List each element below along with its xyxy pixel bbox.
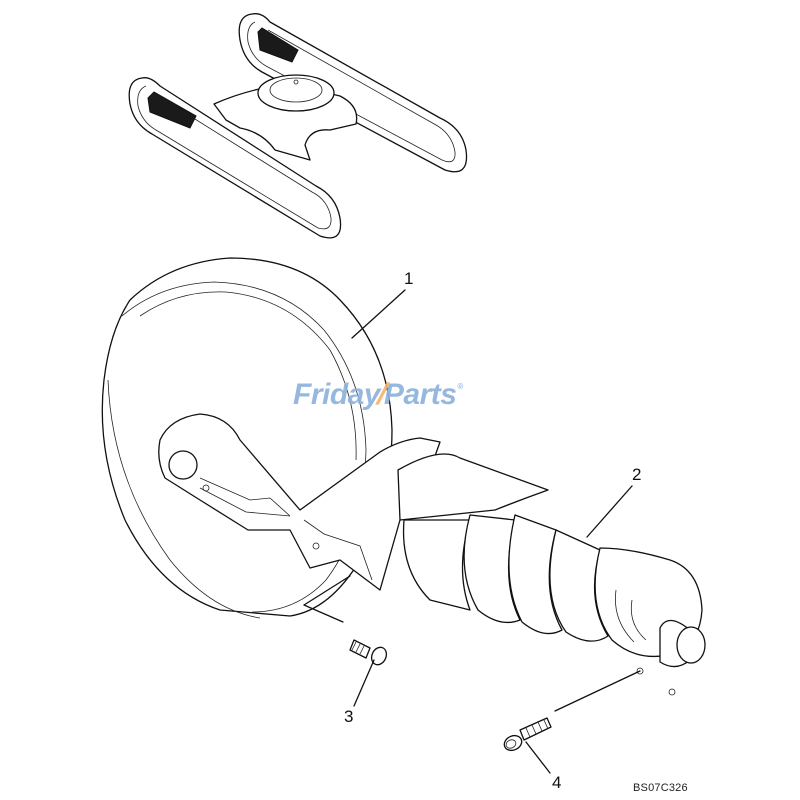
- bolt-4-illustration: [503, 717, 552, 752]
- recoil-spring-illustration: [397, 453, 706, 696]
- callout-1: 1: [404, 269, 414, 288]
- bolt-3-illustration: [349, 639, 388, 666]
- watermark-left: Friday: [293, 378, 381, 411]
- callout-4: 4: [552, 773, 562, 792]
- registered-mark: ®: [457, 382, 463, 391]
- track-frame-illustration: [128, 13, 468, 239]
- drawing-code: BS07C326: [633, 782, 688, 794]
- watermark-logo: Friday/Parts®: [293, 378, 463, 412]
- idler-yoke-illustration: [158, 413, 441, 591]
- watermark-right: Parts: [383, 378, 457, 411]
- callout-3: 3: [344, 707, 354, 726]
- leader-lines: [303, 289, 641, 774]
- callout-2: 2: [632, 465, 642, 484]
